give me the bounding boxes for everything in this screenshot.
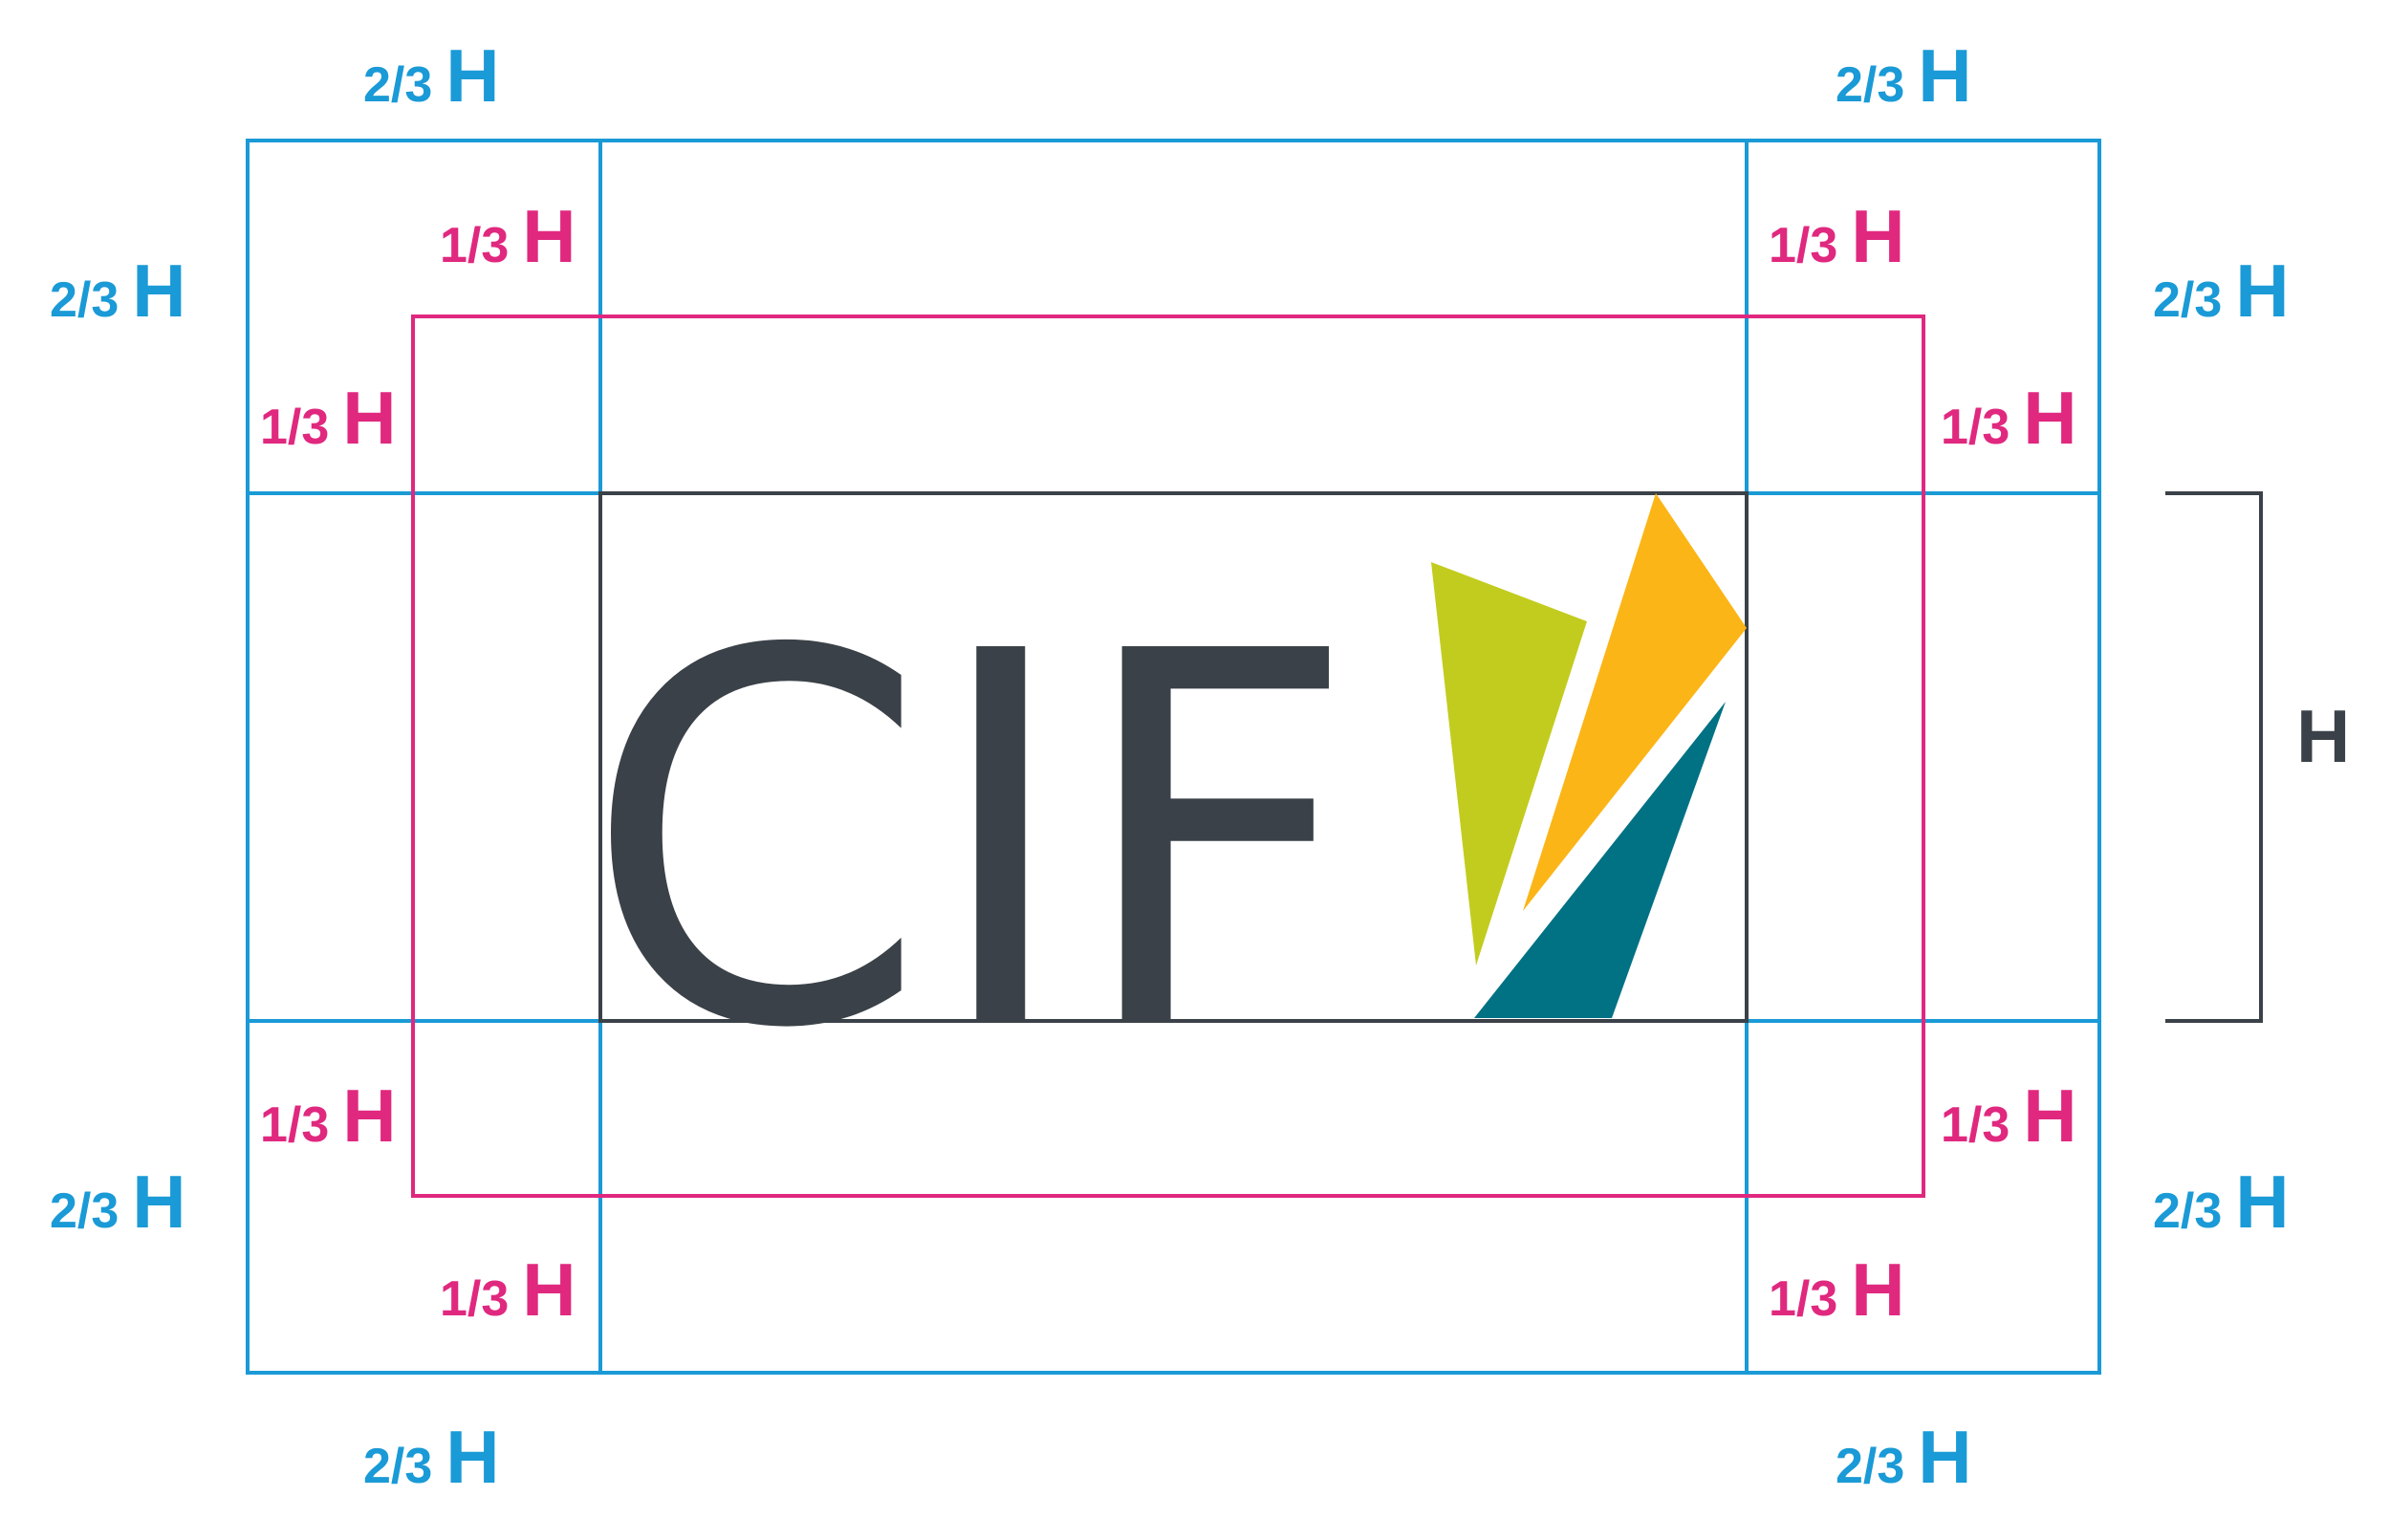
logo-wordmark: CIF [583, 545, 1358, 1140]
logo-shard-yellow [1523, 493, 1747, 911]
outer-clearspace-box [246, 139, 2101, 1375]
logo-frame [598, 491, 1749, 1023]
inner-clearspace-box [411, 315, 1925, 1198]
logo-shard-teal [1474, 702, 1726, 1018]
height-dimension-label: H [2296, 694, 2351, 778]
height-dimension-bracket [2165, 491, 2263, 1023]
logo-shard-green [1431, 562, 1587, 965]
